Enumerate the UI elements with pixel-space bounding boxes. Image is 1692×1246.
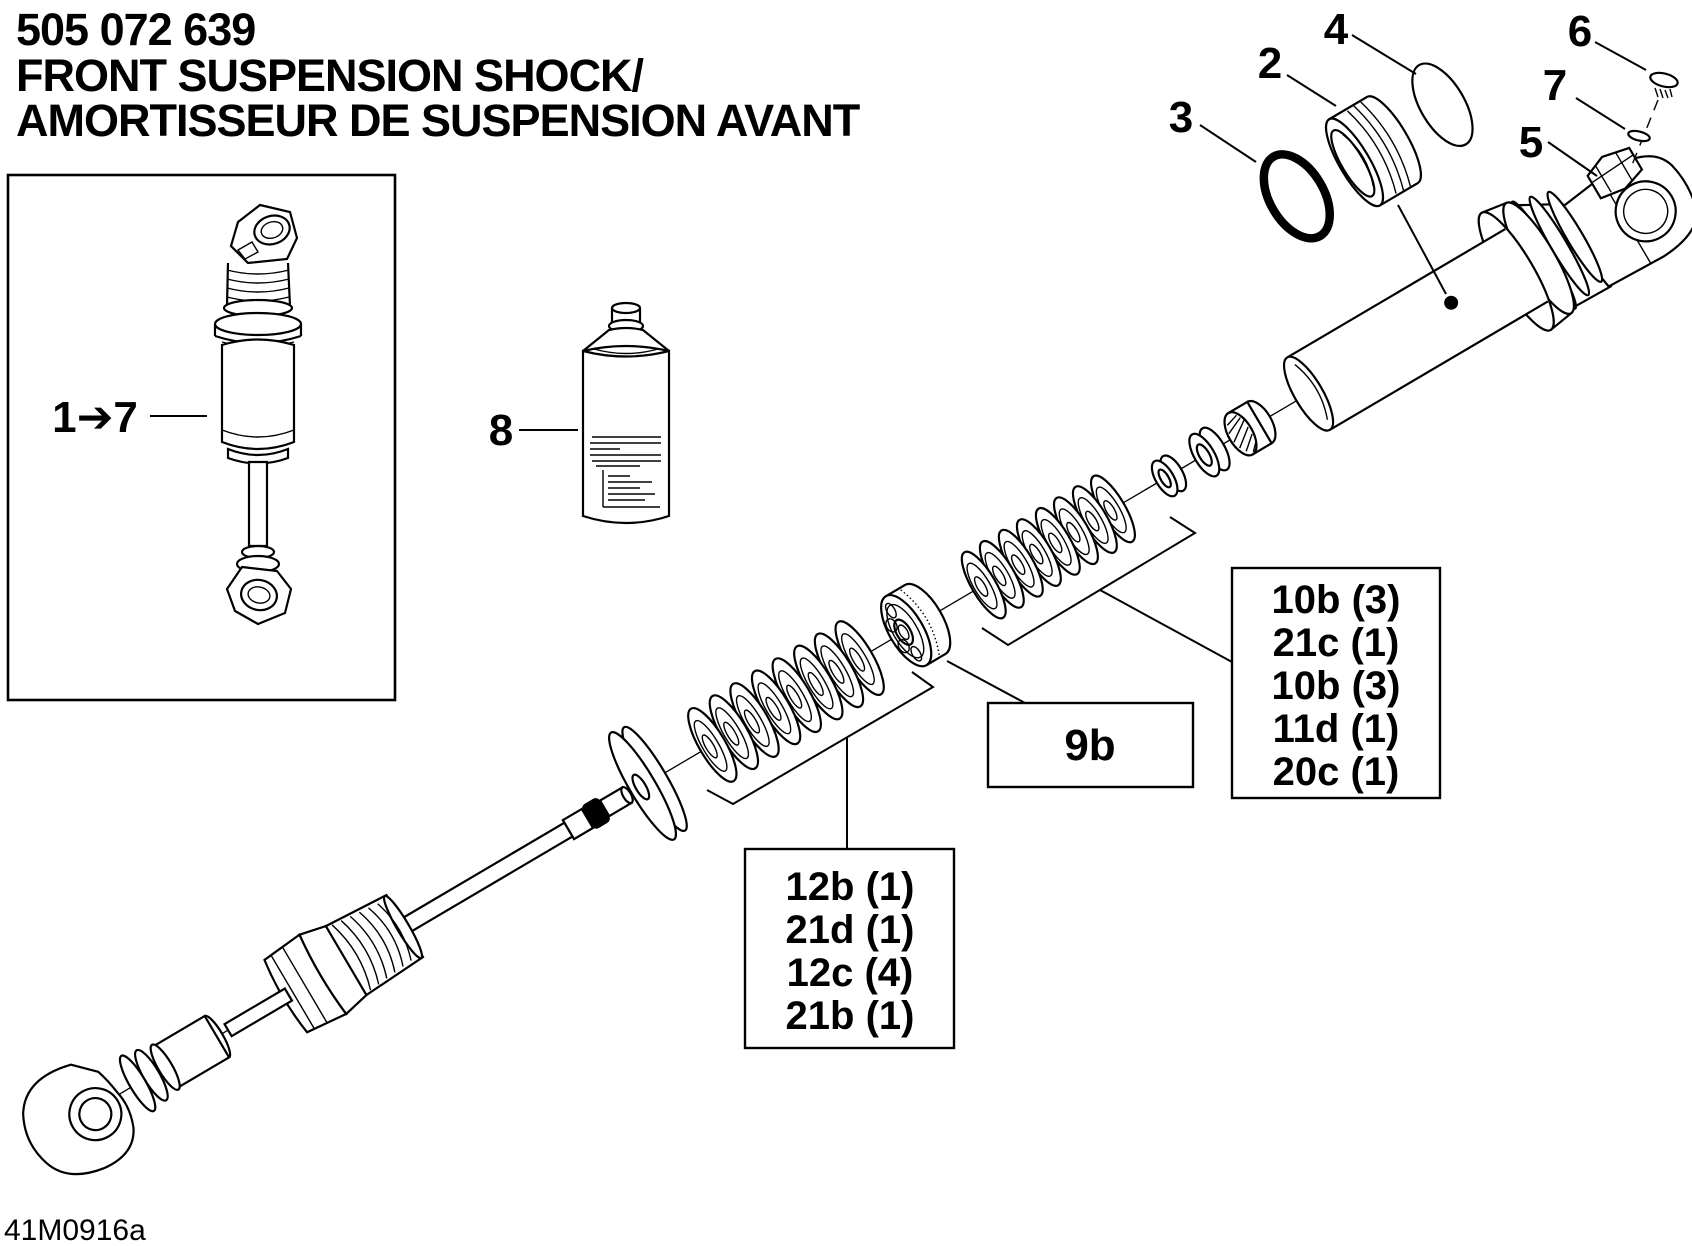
leader-4: [1351, 34, 1417, 75]
spring-box-group: 9b: [946, 660, 1195, 789]
callout-numbers: 2 3 4 5 6 7: [1169, 5, 1592, 167]
callout-2: 2: [1258, 39, 1282, 88]
upper-shim-line-1: 10b (3): [1272, 578, 1401, 622]
leader-3: [1199, 124, 1257, 163]
washer-part7: [1627, 129, 1651, 143]
upper-shim-line-4: 11d (1): [1273, 707, 1400, 751]
inset-border: [6, 173, 397, 702]
callout-3: 3: [1169, 93, 1193, 142]
upper-shim-bracket: [981, 516, 1197, 647]
leader-2: [1286, 74, 1337, 107]
screw-axis-dashed: [1629, 99, 1659, 171]
reservoir-tube: [1282, 228, 1549, 432]
title-line-fr: AMORTISSEUR DE SUSPENSION AVANT: [16, 95, 860, 146]
callout-7: 7: [1543, 61, 1567, 110]
assembled-shock-drawing: [213, 203, 303, 626]
inset-assembled-view: 1➔7: [6, 173, 397, 702]
bumper-sleeve: [118, 1014, 232, 1113]
title-line-en: FRONT SUSPENSION SHOCK/: [16, 50, 645, 101]
threaded-adjuster: [263, 893, 425, 1034]
bottle-label-lines: [590, 436, 661, 508]
upper-shim-box: [1230, 566, 1442, 800]
lower-shim-line-3: 12c (4): [787, 951, 914, 995]
callout-5: 5: [1519, 118, 1543, 167]
reservoir-cap-part2: [1324, 95, 1423, 208]
lower-shim-line-2: 21d (1): [786, 908, 915, 952]
spring-box: [986, 701, 1195, 789]
spring-box-leader: [946, 660, 1026, 704]
lower-shim-line-4: 21b (1): [786, 994, 915, 1038]
shaft-nut: [1223, 399, 1277, 457]
leader-6: [1594, 41, 1647, 71]
lower-shim-bracket: [706, 671, 935, 806]
leader-7: [1575, 97, 1626, 130]
upper-shim-box-group: 10b (3) 21c (1) 10b (3) 11d (1) 20c (1): [981, 516, 1442, 800]
upper-shim-line-5: 20c (1): [1273, 750, 1400, 794]
part-number: 505 072 639: [16, 4, 255, 55]
leader-5: [1547, 141, 1598, 177]
callout-6: 6: [1568, 7, 1592, 56]
inset-range-label: 1➔7: [52, 393, 138, 442]
callout-4: 4: [1324, 5, 1349, 54]
lower-shim-box-group: 12b (1) 21d (1) 12c (4) 21b (1): [706, 671, 956, 1050]
lower-shim-box: [743, 847, 956, 1050]
exploded-axis-group: [22, 62, 1692, 1176]
shock-shaft: [399, 785, 634, 935]
callout-8: 8: [489, 406, 513, 455]
lower-shim-line-1: 12b (1): [786, 865, 915, 909]
drawing-code: 41M0916a: [4, 1214, 146, 1246]
leader-2-dot: [1397, 204, 1447, 295]
position-dot: [1444, 295, 1459, 310]
washer-small: [1150, 454, 1188, 498]
disc-spring-stack-lower: [678, 614, 894, 789]
disc-spring-stack-upper: [953, 468, 1144, 625]
piston: [880, 582, 952, 668]
washer-large: [1188, 426, 1231, 478]
upper-shim-leader: [1099, 589, 1233, 663]
cap-membrane-part4: [1411, 62, 1474, 148]
oil-bottle: [581, 301, 671, 525]
screw-part6: [1627, 71, 1679, 171]
upper-shim-line-2: 21c (1): [1273, 621, 1400, 665]
title-block: 505 072 639 FRONT SUSPENSION SHOCK/ AMOR…: [16, 4, 861, 146]
flat-washer-large: [608, 725, 688, 841]
upper-shim-line-3: 10b (3): [1272, 664, 1401, 708]
shaft-eyelet: [22, 1063, 135, 1176]
cap-parts-row: [1259, 62, 1474, 243]
oring-part3: [1259, 150, 1334, 243]
callout-leaders: [1199, 34, 1647, 295]
shaft-segment: [223, 987, 294, 1038]
spring-box-label: 9b: [1064, 721, 1115, 770]
clamp-part5: [1586, 146, 1644, 200]
